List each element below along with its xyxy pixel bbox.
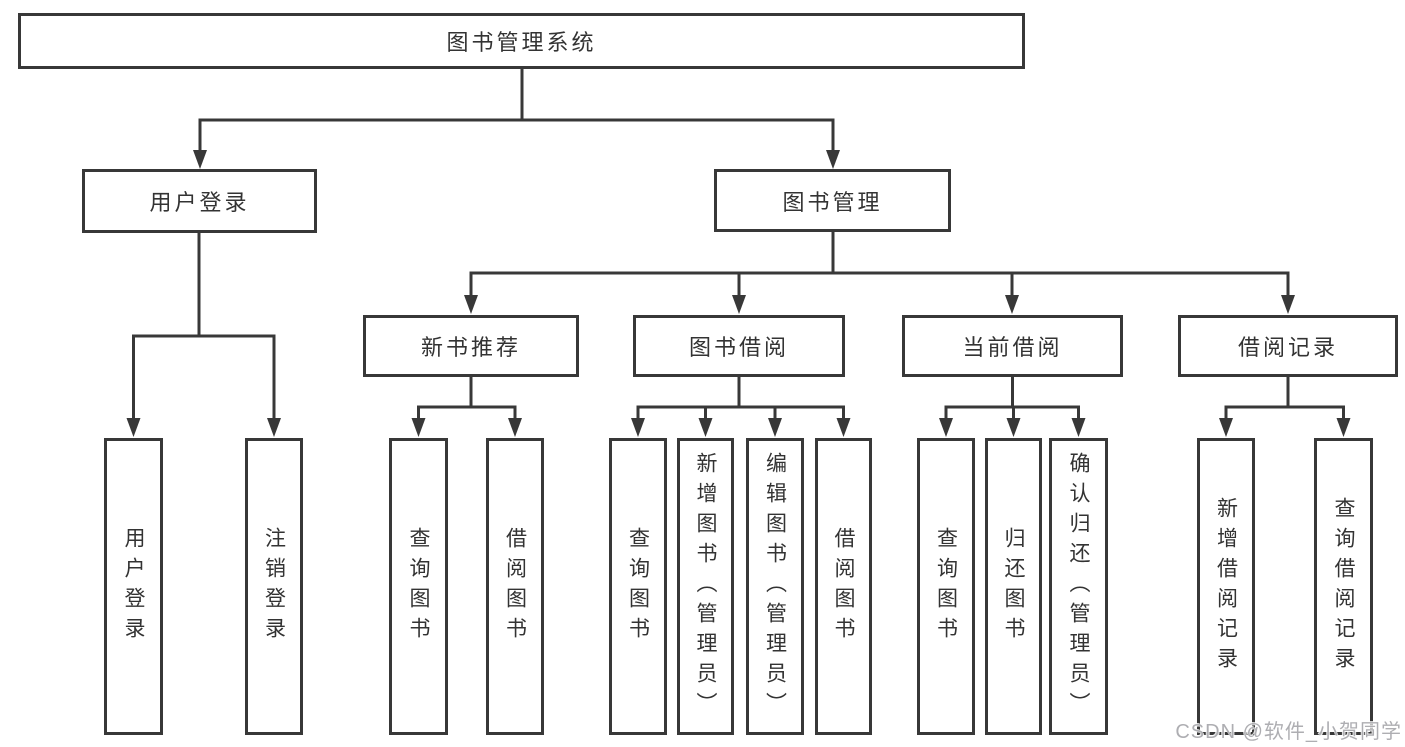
node-label: 查询图书 xyxy=(626,526,650,647)
node-label: 借阅图书 xyxy=(503,526,527,647)
node-label: 用户登录 xyxy=(149,190,250,215)
node-label: 新书推荐 xyxy=(420,335,521,360)
node-new-book-recommendation: 新书推荐 xyxy=(363,315,579,377)
node-user-login: 用户登录 xyxy=(82,169,317,233)
node-label: 注销登录 xyxy=(262,526,286,647)
leaf-add-borrow-record: 新增借阅记录 xyxy=(1197,438,1255,735)
leaf-add-books-admin: 新增图书（管理员） xyxy=(677,438,734,735)
node-label: 借阅记录 xyxy=(1237,335,1338,360)
node-borrowing-records: 借阅记录 xyxy=(1178,315,1398,377)
node-book-borrowing: 图书借阅 xyxy=(633,315,845,377)
node-label: 查询图书 xyxy=(407,526,430,647)
csdn-watermark: CSDN @软件_小贺同学 xyxy=(1175,721,1402,743)
node-label: 图书借阅 xyxy=(688,335,789,360)
leaf-return-books: 归还图书 xyxy=(985,438,1042,735)
node-library-management-system: 图书管理系统 xyxy=(18,13,1025,69)
node-label: 编辑图书（管理员） xyxy=(763,451,787,722)
leaf-confirm-return-admin: 确认归还（管理员） xyxy=(1049,438,1108,735)
node-label: 当前借阅 xyxy=(962,335,1063,360)
node-label: 用户登录 xyxy=(122,526,145,647)
leaf-user-login: 用户登录 xyxy=(104,438,163,735)
node-book-management: 图书管理 xyxy=(714,169,951,232)
leaf-edit-books-admin: 编辑图书（管理员） xyxy=(746,438,804,735)
leaf-borrow-books-recommend: 借阅图书 xyxy=(486,438,544,735)
node-label: 确认归还（管理员） xyxy=(1067,451,1090,722)
node-label: 查询图书 xyxy=(934,526,958,647)
leaf-logout: 注销登录 xyxy=(245,438,303,735)
node-label: 图书管理 xyxy=(782,189,883,215)
node-label: 新增图书（管理员） xyxy=(694,451,717,722)
leaf-borrow-books-borrowing: 借阅图书 xyxy=(815,438,872,735)
node-label: 归还图书 xyxy=(1002,526,1025,647)
node-current-borrowing: 当前借阅 xyxy=(902,315,1123,377)
node-label: 新增借阅记录 xyxy=(1214,496,1238,677)
node-label: 查询借阅记录 xyxy=(1332,496,1355,677)
arrowhead-icons xyxy=(126,150,1351,437)
leaf-query-borrow-record: 查询借阅记录 xyxy=(1314,438,1373,735)
node-label: 图书管理系统 xyxy=(446,30,597,55)
node-label: 借阅图书 xyxy=(832,526,855,647)
leaf-query-books-current: 查询图书 xyxy=(917,438,975,735)
leaf-query-books-recommend: 查询图书 xyxy=(389,438,448,735)
leaf-query-books-borrowing: 查询图书 xyxy=(609,438,667,735)
